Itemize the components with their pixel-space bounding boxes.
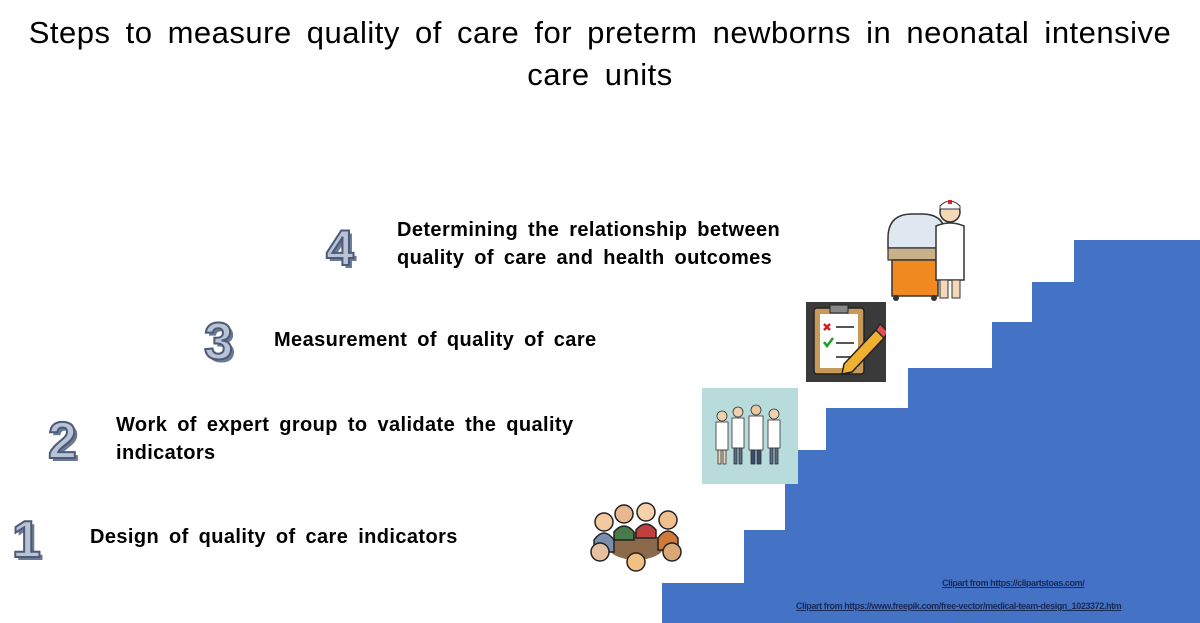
checklist-clipboard-icon	[806, 302, 886, 382]
step-1-text: Design of quality of care indicators	[90, 526, 458, 548]
step-2-text: Work of expert group to validate the qua…	[116, 414, 574, 464]
clipart-credit-2[interactable]: Clipart from https://www.freepik.com/fre…	[796, 601, 1122, 611]
step-3-number: 3	[203, 313, 234, 371]
page-title: Steps to measure quality of care for pre…	[28, 15, 1172, 92]
clipart-credit-1[interactable]: Clipart from https://clipartstoas.com/	[942, 578, 1085, 588]
step-4-number: 4	[325, 220, 355, 276]
step-2-number: 2	[47, 412, 78, 470]
medical-team-icon	[702, 388, 798, 484]
nurse-incubator-icon	[887, 200, 965, 301]
step-3-text: Measurement of quality of care	[274, 329, 597, 351]
step-4-text: Determining the relationship between qua…	[397, 219, 781, 269]
staircase-shape	[662, 240, 1200, 623]
step-1-number: 1	[11, 511, 42, 569]
meeting-group-icon	[590, 502, 682, 572]
